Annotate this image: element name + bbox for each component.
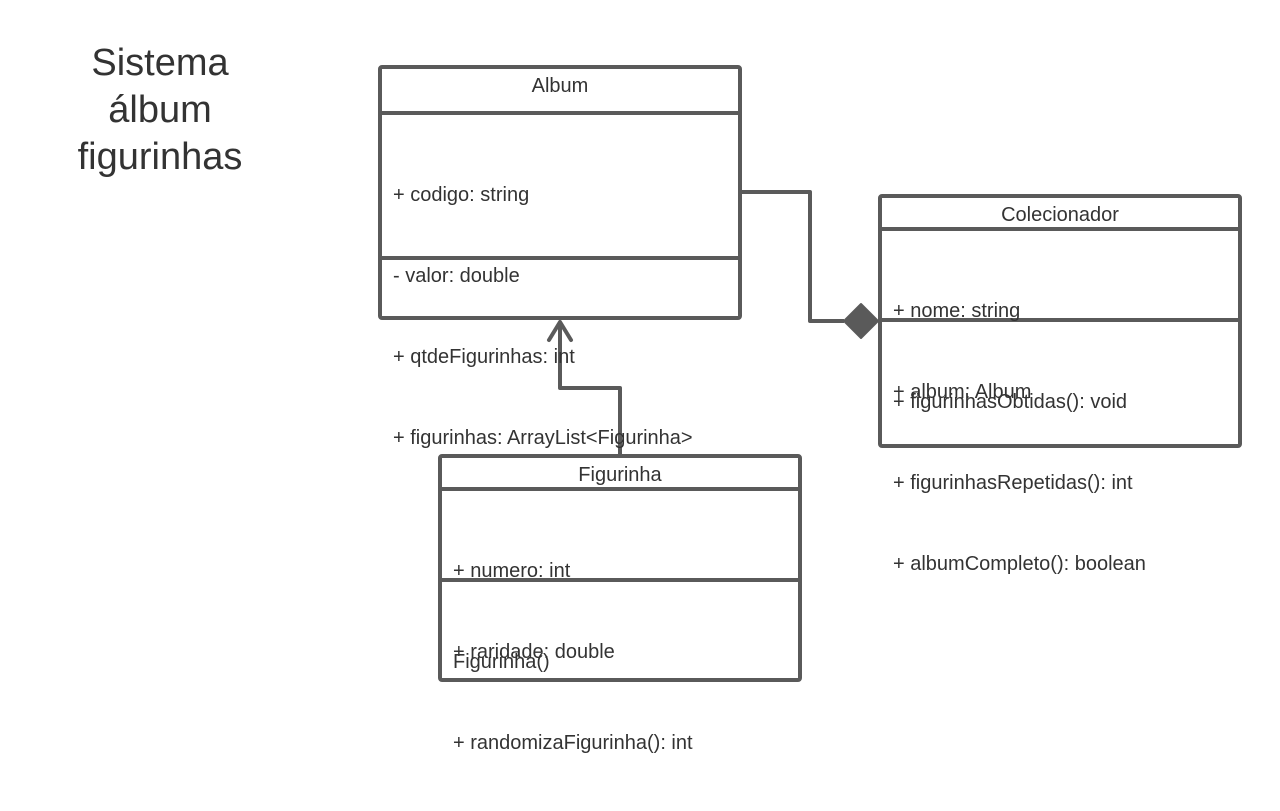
class-colecionador-attributes: + nome: string + album: Album <box>882 231 1238 403</box>
relation-connectors <box>547 190 879 454</box>
attribute: + album: Album <box>893 381 1032 403</box>
open-arrowhead-icon <box>547 320 573 342</box>
title-line-1: Sistema <box>91 42 229 84</box>
title-line-2: álbum <box>108 89 212 131</box>
class-colecionador-methods: + figurinhasObtidas(): void + figurinhas… <box>882 322 1238 632</box>
class-figurinha[interactable]: Figurinha + numero: int + raridade: doub… <box>438 454 802 754</box>
attribute: + figurinhas: ArrayList<Figurinha> <box>393 427 693 449</box>
diagram-title: Sistema álbum figurinhas <box>40 40 280 181</box>
inheritance-line-figurinha-album <box>558 322 622 454</box>
class-album[interactable]: Album + codigo: string - valor: double +… <box>378 65 742 449</box>
attribute: + qtdeFigurinhas: int <box>393 346 575 368</box>
method: + figurinhasObtidas(): void <box>893 391 1128 413</box>
class-figurinha-attributes: + numero: int + raridade: double <box>442 491 798 663</box>
method: + albumCompleto(): boolean <box>893 553 1146 575</box>
method: + randomizaFigurinha(): int <box>453 732 693 754</box>
class-figurinha-methods: Figurinha() + randomizaFigurinha(): int <box>442 582 798 811</box>
attribute: + raridade: double <box>453 641 615 663</box>
class-colecionador-name: Colecionador <box>882 198 1238 231</box>
attribute: + codigo: string <box>393 184 530 206</box>
class-album-attributes: + codigo: string - valor: double + qtdeF… <box>382 115 738 449</box>
class-album-methods <box>382 260 738 316</box>
method: + figurinhasRepetidas(): int <box>893 472 1133 494</box>
class-colecionador[interactable]: Colecionador + nome: string + album: Alb… <box>878 194 1242 575</box>
attribute: + nome: string <box>893 300 1021 322</box>
attribute: - valor: double <box>393 265 520 287</box>
class-figurinha-name: Figurinha <box>442 458 798 491</box>
composition-line-album-colecionador <box>742 190 844 323</box>
title-line-3: figurinhas <box>77 136 243 178</box>
attribute: + numero: int <box>453 560 571 582</box>
method: Figurinha() <box>453 651 550 673</box>
composition-diamond-icon <box>843 303 879 339</box>
class-album-name: Album <box>382 69 738 115</box>
